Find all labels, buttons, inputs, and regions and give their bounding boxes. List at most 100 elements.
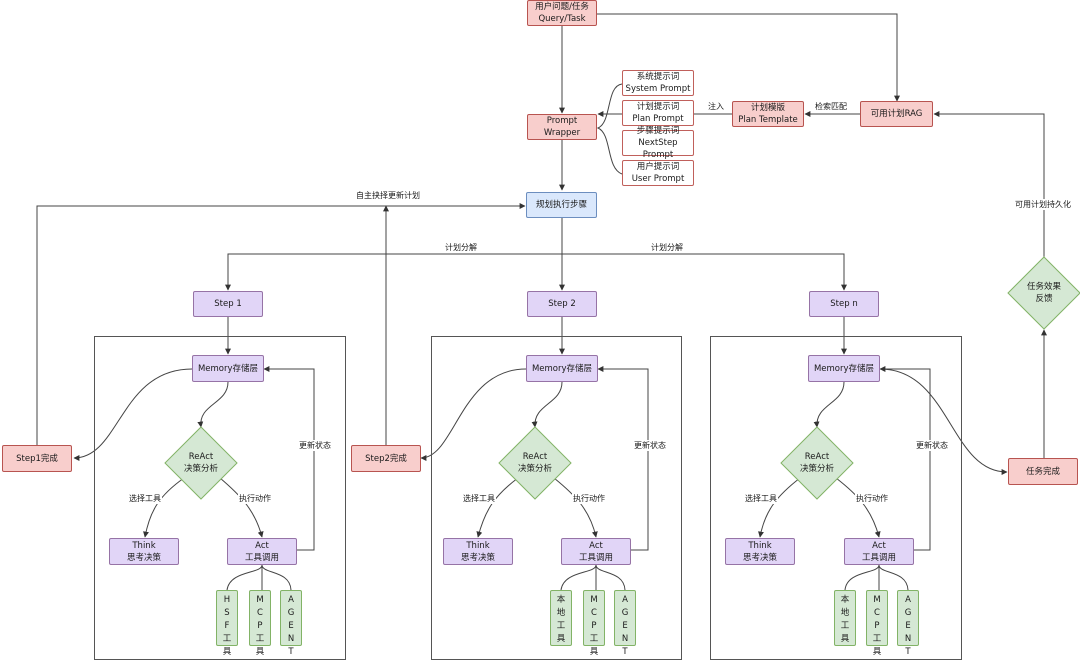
think-line2-2: 思考决策 — [460, 552, 495, 563]
tool-agent-char: N — [621, 634, 629, 644]
memory-node-3: Memory存储层 — [808, 355, 880, 382]
act-line1-1: Act — [255, 540, 269, 551]
step1-done-node: Step1完成 — [2, 445, 72, 472]
stepn-node: Step n — [809, 291, 879, 317]
exec-action-label-2: 执行动作 — [572, 493, 606, 504]
feedback-diamond — [1007, 256, 1080, 330]
think-line1-1: Think — [132, 540, 156, 551]
react-diamond-3 — [780, 426, 854, 500]
tool-local-char: 地 — [840, 608, 850, 618]
tool-agent-char: A — [622, 595, 628, 605]
step2-done-node: Step2完成 — [351, 445, 421, 472]
act-line1-3: Act — [872, 540, 886, 551]
tool-mcp-char: 工 — [872, 634, 882, 644]
react-line1-2: ReAct — [522, 452, 548, 462]
self-update-label: 自主抉择更新计划 — [355, 190, 421, 201]
feedback-line1: 任务效果 — [1026, 282, 1061, 292]
step2-done-label: Step2完成 — [365, 453, 407, 464]
tool-local-3: 本地工具 — [834, 590, 856, 646]
update-state-label-2: 更新状态 — [633, 440, 667, 451]
tool-mcp-char: P — [257, 621, 263, 631]
stepn-frame — [710, 336, 962, 660]
tool-agent-char: E — [905, 621, 911, 631]
step1-frame — [94, 336, 346, 660]
step1-done-label: Step1完成 — [16, 453, 58, 464]
tool-mcp-char: 具 — [589, 647, 599, 657]
tool-hsf-char: S — [224, 608, 230, 618]
act-line2-1: 工具调用 — [244, 552, 279, 563]
plan-template-line2: Plan Template — [738, 115, 798, 125]
tool-agent-char: G — [904, 608, 912, 618]
tool-agent-char: G — [621, 608, 629, 618]
step1-node: Step 1 — [193, 291, 263, 317]
select-tool-label-2: 选择工具 — [462, 493, 496, 504]
query-line1: 用户问题/任务 — [535, 2, 589, 12]
rag-label: 可用计划RAG — [870, 109, 923, 119]
plan-prompt-node: 计划提示词 Plan Prompt — [622, 100, 694, 126]
tool-local-char: 地 — [556, 608, 566, 618]
tool-agent-char: E — [288, 621, 294, 631]
memory-node-2: Memory存储层 — [526, 355, 598, 382]
tool-mcp-char: M — [873, 595, 881, 605]
react-line2-2: 决策分析 — [517, 464, 552, 474]
nextstep-prompt-line2: NextStep Prompt — [638, 138, 678, 160]
plan-template-node: 计划模版 Plan Template — [732, 101, 804, 127]
act-line2-3: 工具调用 — [861, 552, 896, 563]
plan-exec-node: 规划执行步骤 — [526, 192, 597, 218]
tool-mcp-char: P — [591, 621, 597, 631]
feedback-line2: 反馈 — [1035, 294, 1053, 304]
tool-local-char: 具 — [556, 634, 566, 644]
tool-hsf-char: H — [223, 595, 231, 605]
think-line2-3: 思考决策 — [742, 552, 777, 563]
plan-prompt-line1: 计划提示词 — [636, 102, 680, 112]
decompose-label-left: 计划分解 — [444, 242, 478, 253]
memory-label-3: Memory存储层 — [813, 363, 875, 374]
user-prompt-line1: 用户提示词 — [636, 162, 680, 172]
act-line1-2: Act — [589, 540, 603, 551]
tool-mcp-char: 工 — [589, 634, 599, 644]
exec-action-label-3: 执行动作 — [855, 493, 889, 504]
react-label-2: ReAct 决策分析 — [499, 427, 571, 499]
system-prompt-line1: 系统提示词 — [636, 72, 680, 82]
feedback-label: 任务效果反馈 — [1008, 257, 1080, 329]
task-done-label: 任务完成 — [1025, 466, 1060, 477]
nextstep-prompt-node: 步骤提示词 NextStep Prompt — [622, 126, 694, 160]
select-tool-label-1: 选择工具 — [128, 493, 162, 504]
act-line2-2: 工具调用 — [578, 552, 613, 563]
stepn-label: Step n — [830, 299, 858, 309]
select-tool-label-3: 选择工具 — [744, 493, 778, 504]
tool-local-2: 本地工具 — [550, 590, 572, 646]
tool-agent-char: T — [905, 647, 911, 657]
user-prompt-line2: User Prompt — [631, 174, 685, 184]
persist-label: 可用计划持久化 — [1014, 199, 1072, 210]
tool-agent-char: N — [287, 634, 295, 644]
step2-node: Step 2 — [527, 291, 597, 317]
memory-label-2: Memory存储层 — [531, 363, 593, 374]
tool-mcp-char: M — [256, 595, 264, 605]
tool-local-char: 本 — [840, 595, 850, 605]
system-prompt-line2: System Prompt — [625, 84, 691, 94]
step2-label: Step 2 — [548, 299, 576, 309]
inject-label: 注入 — [707, 101, 725, 112]
tool-mcp-char: C — [874, 608, 880, 618]
tool-mcp-char: C — [591, 608, 597, 618]
tool-hsf-char: F — [224, 621, 230, 631]
query-line2: Query/Task — [538, 14, 586, 24]
tool-local-char: 具 — [840, 634, 850, 644]
tool-agent-char: G — [287, 608, 295, 618]
react-diamond-2 — [498, 426, 572, 500]
step2-frame — [431, 336, 682, 660]
rag-node: 可用计划RAG — [860, 101, 933, 127]
memory-node-1: Memory存储层 — [192, 355, 264, 382]
retrieve-label: 检索匹配 — [814, 101, 848, 112]
system-prompt-node: 系统提示词 System Prompt — [622, 70, 694, 96]
exec-action-label-1: 执行动作 — [238, 493, 272, 504]
plan-template-line1: 计划模版 — [750, 103, 785, 113]
